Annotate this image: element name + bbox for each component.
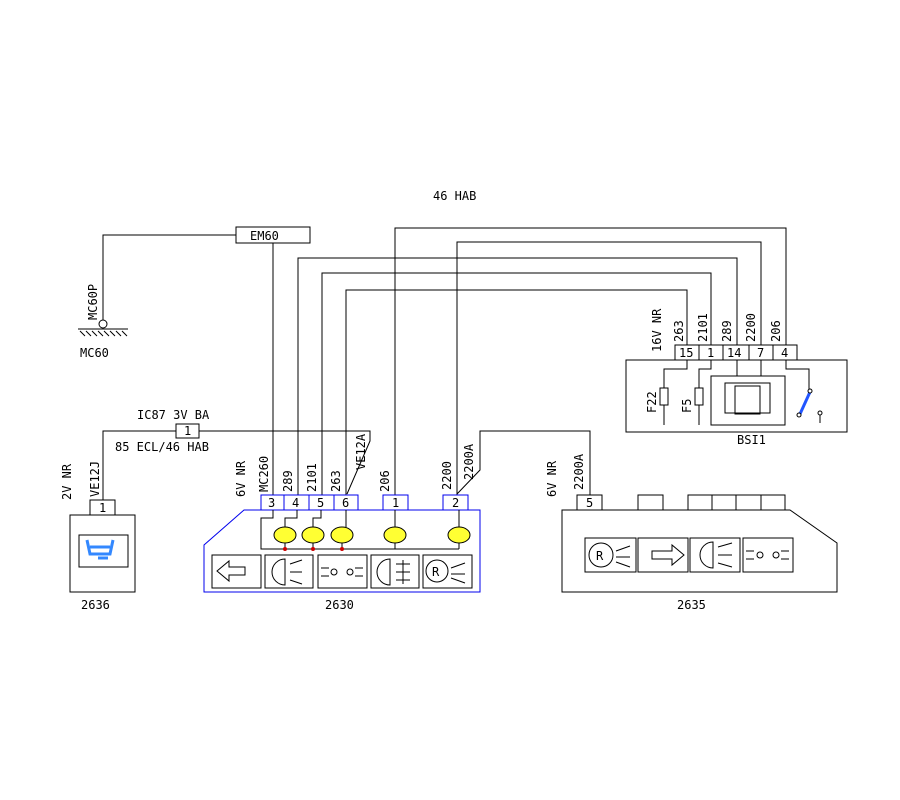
- wire-label: 2200A: [462, 443, 476, 480]
- connector-2630[interactable]: 3 4 5 6 1 2: [260, 494, 469, 511]
- connector-2635[interactable]: [576, 494, 603, 511]
- svg-text:R: R: [596, 549, 604, 563]
- wire-label: 2101: [305, 463, 319, 492]
- empty-connector: [637, 494, 664, 511]
- unit-2635[interactable]: 5 6V NR 2200A R 2635: [545, 453, 838, 612]
- rheostat-icon: [85, 539, 115, 560]
- ground-circuit: EM60 MC60P MC60: [78, 226, 311, 360]
- unit-label: 2635: [677, 598, 706, 612]
- harness-label-bottom: 85 ECL/46 HAB: [115, 440, 209, 454]
- empty-connector: [687, 494, 713, 511]
- pin: 1: [99, 501, 106, 515]
- harness-pin: 1: [184, 424, 191, 438]
- fuse-label: F22: [645, 391, 659, 413]
- bsi1-unit[interactable]: 15 1 14 7 4 16V NR 263 2101 289 2200 206…: [625, 308, 848, 447]
- pin: 3: [268, 496, 275, 510]
- empty-connector: [760, 494, 786, 511]
- wire-label: MC260: [257, 456, 271, 492]
- svg-text:R: R: [432, 565, 440, 579]
- pin: 2: [452, 496, 459, 510]
- bsi-connector-label: 16V NR: [650, 308, 664, 352]
- wire-label: 263: [329, 470, 343, 492]
- indicator-lamps: [273, 526, 471, 551]
- lamp-icon: [301, 526, 325, 544]
- fuse-f5-icon: [694, 387, 704, 406]
- mc60-label: MC60: [80, 346, 109, 360]
- pin: 1: [392, 496, 399, 510]
- unit-2630[interactable]: 3 4 5 6 1 2 6V NR MC260 289 2101 263 VE1…: [203, 433, 481, 612]
- pin: 5: [586, 496, 593, 510]
- bsi-connector[interactable]: 15 1 14 7 4: [674, 344, 798, 361]
- harness-connector[interactable]: [175, 423, 200, 439]
- bsi-pin: 7: [757, 346, 764, 360]
- dipped-beam-icon: [264, 554, 314, 589]
- wire-label: 2101: [696, 313, 710, 342]
- pin: 4: [292, 496, 299, 510]
- unit-2636[interactable]: 1 2V NR VE12J 2636: [60, 461, 136, 612]
- wire-label: 2200A: [572, 453, 586, 490]
- fog-lamp-icon: [370, 554, 420, 589]
- bsi-pin: 4: [781, 346, 788, 360]
- bsi-pin: 14: [727, 346, 741, 360]
- connector-label: 2V NR: [60, 463, 74, 500]
- arrow-right-icon: [637, 537, 689, 573]
- pin: 6: [342, 496, 349, 510]
- harness-label-top: IC87 3V BA: [137, 408, 210, 422]
- fuse-label: F5: [680, 399, 694, 413]
- ecu-chip-icon: [710, 375, 786, 426]
- empty-connector: [711, 494, 737, 511]
- connector-label: 6V NR: [234, 460, 248, 497]
- rear-fog-icon: R: [584, 537, 637, 573]
- wire-label: 289: [720, 320, 734, 342]
- wire-label: 289: [281, 470, 295, 492]
- wire-label: 2200: [440, 461, 454, 490]
- lamp-icon: [330, 526, 354, 544]
- ground-terminal-icon: [98, 319, 108, 329]
- lamp-icon: [273, 526, 297, 544]
- em60-label: EM60: [250, 229, 279, 243]
- wire-label: 2200: [744, 313, 758, 342]
- switch-icon: [796, 388, 823, 423]
- empty-connector: [735, 494, 762, 511]
- unit-label: 2636: [81, 598, 110, 612]
- wire-label: 206: [378, 470, 392, 492]
- connector-label: 6V NR: [545, 460, 559, 497]
- lamp-icon: [383, 526, 407, 544]
- pin: 5: [317, 496, 324, 510]
- wire-label: 263: [672, 320, 686, 342]
- diagram-title: 46 HAB: [433, 189, 476, 203]
- rear-fog-icon: R: [422, 554, 473, 589]
- bsi-pin: 15: [679, 346, 693, 360]
- fuse-f22-icon: [659, 387, 669, 406]
- sidelight-icon: [317, 554, 368, 589]
- wires: [102, 227, 787, 500]
- mc60p-label: MC60P: [86, 284, 100, 320]
- ground-hatch-icon: [79, 330, 128, 337]
- unit-label: 2630: [325, 598, 354, 612]
- wire-label: VE12A: [354, 433, 368, 470]
- arrow-left-icon: [211, 554, 262, 589]
- sidelight-icon: [742, 537, 794, 573]
- wire-label: VE12J: [88, 461, 102, 497]
- bsi-label: BSI1: [737, 433, 766, 447]
- wire-label: 206: [769, 320, 783, 342]
- dipped-beam-icon: [689, 537, 741, 573]
- lamp-icon: [447, 526, 471, 544]
- bsi-pin: 1: [707, 346, 714, 360]
